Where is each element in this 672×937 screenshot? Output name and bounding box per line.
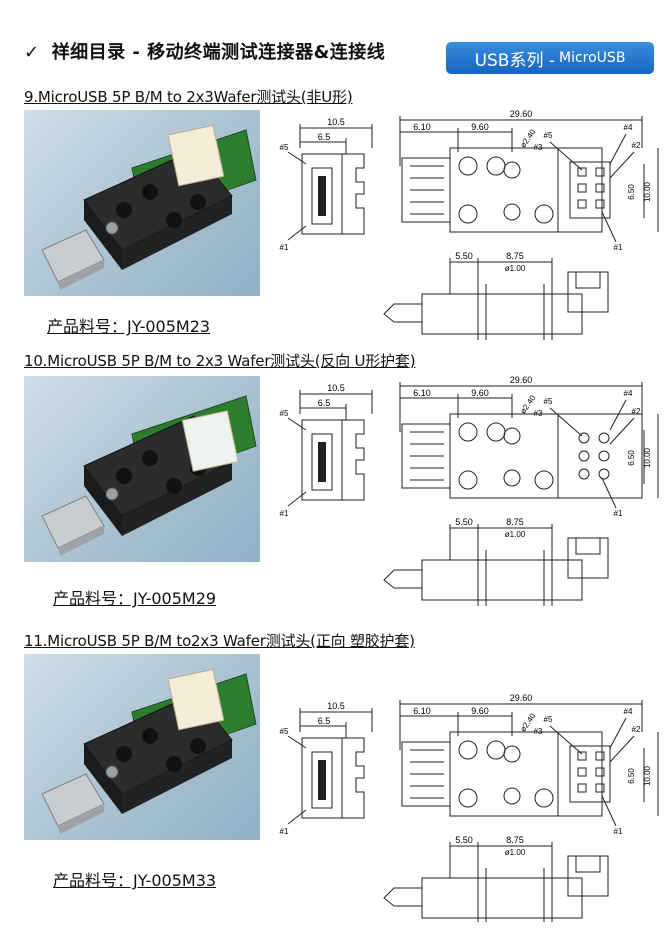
catalog-title: ✓ 祥细目录 - 移动终端测试连接器&连接线 (24, 38, 385, 64)
dimension-label: #4 (624, 707, 633, 716)
dimension-label: #3 (534, 409, 543, 418)
dimension-label: 8.75 (506, 835, 524, 845)
series-badge-sub: MicroUSB (559, 50, 626, 66)
dimension-label: 10.00 (643, 181, 652, 202)
catalog-title-text: 祥细目录 - 移动终端测试连接器&连接线 (51, 42, 386, 63)
product-photo-art (41, 124, 257, 290)
dimension-label: 5.50 (455, 517, 473, 527)
product-photo-art (41, 668, 257, 834)
dimension-label: 6.50 (627, 184, 636, 200)
check-icon: ✓ (24, 42, 40, 63)
dimension-label: 6.10 (413, 122, 431, 132)
dimension-label: 6.5 (318, 398, 331, 408)
part-number: 产品料号：JY-005M33 (53, 871, 217, 890)
dimension-label: 29.60 (510, 693, 533, 703)
dimension-label: 9.60 (471, 388, 489, 398)
part-number: 产品料号：JY-005M23 (47, 317, 211, 336)
dimension-label: #5 (280, 727, 289, 736)
series-badge: USB系列 - MicroUSB (446, 42, 654, 74)
product-photo (24, 110, 260, 296)
front-view: 10.5 6.5 #5 #1 (280, 117, 373, 252)
dimension-label: ø1.00 (505, 848, 526, 857)
dimension-label: #4 (624, 123, 633, 132)
dimension-label: 9.60 (471, 122, 489, 132)
dimension-label: #1 (614, 827, 623, 836)
section-title: 10.MicroUSB 5P B/M to 2x3 Wafer测试头(反向 U形… (24, 352, 416, 370)
dimension-label: 6.5 (318, 132, 331, 142)
dimension-label: #3 (534, 727, 543, 736)
dimension-label: 6.50 (627, 450, 636, 466)
dimension-label: 6.10 (413, 388, 431, 398)
dimension-label: 8.75 (506, 517, 524, 527)
product-photo (24, 654, 260, 840)
dimension-label: #1 (614, 243, 623, 252)
dimension-label: 6.50 (627, 768, 636, 784)
side-view: 5.50 8.75 ø1.00 (383, 251, 609, 340)
dimension-label: #3 (534, 143, 543, 152)
dimension-label: 5.50 (455, 835, 473, 845)
dimension-label: ø1.00 (505, 264, 526, 273)
front-view: 10.5 6.5 #5 #1 (280, 383, 373, 518)
dimension-label: #5 (280, 143, 289, 152)
dimension-label: 5.50 (455, 251, 473, 261)
dimension-label: 29.60 (510, 109, 533, 119)
side-view: 5.50 8.75 ø1.00 (383, 517, 609, 606)
dimension-label: 10.00 (643, 765, 652, 786)
dimension-label: #1 (614, 509, 623, 518)
dimension-label: 10.00 (643, 447, 652, 468)
part-number: 产品料号：JY-005M29 (53, 589, 217, 608)
dimension-label: 6.5 (318, 716, 331, 726)
dimension-label: #5 (544, 397, 553, 406)
dimension-label: 10.5 (327, 383, 345, 393)
dimension-label: ø1.00 (505, 530, 526, 539)
dimension-label: #1 (280, 243, 289, 252)
dimension-label: 6.10 (413, 706, 431, 716)
dimension-label: #5 (280, 409, 289, 418)
dimension-label: #2 (632, 141, 641, 150)
dimension-label: #5 (544, 715, 553, 724)
dimension-label: #4 (624, 389, 633, 398)
section-title: 11.MicroUSB 5P B/M to2x3 Wafer测试头(正向 塑胶护… (24, 632, 415, 650)
dimension-label: #2 (632, 725, 641, 734)
dimension-label: 29.60 (510, 375, 533, 385)
product-photo-art (41, 395, 257, 556)
front-view: 10.5 6.5 #5 #1 (280, 701, 373, 836)
dimension-label: #2 (632, 407, 641, 416)
dimension-label: 10.5 (327, 117, 345, 127)
dimension-label: 10.5 (327, 701, 345, 711)
dimension-label: 9.60 (471, 706, 489, 716)
dimension-label: #5 (544, 131, 553, 140)
dimension-label: #1 (280, 827, 289, 836)
dimension-label: #1 (280, 509, 289, 518)
side-view: 5.50 8.75 ø1.00 (383, 835, 609, 922)
section-title: 9.MicroUSB 5P B/M to 2x3Wafer测试头(非U形) (24, 88, 353, 106)
product-photo (24, 376, 260, 562)
dimension-label: 8.75 (506, 251, 524, 261)
series-badge-main: USB系列 - (474, 50, 555, 71)
